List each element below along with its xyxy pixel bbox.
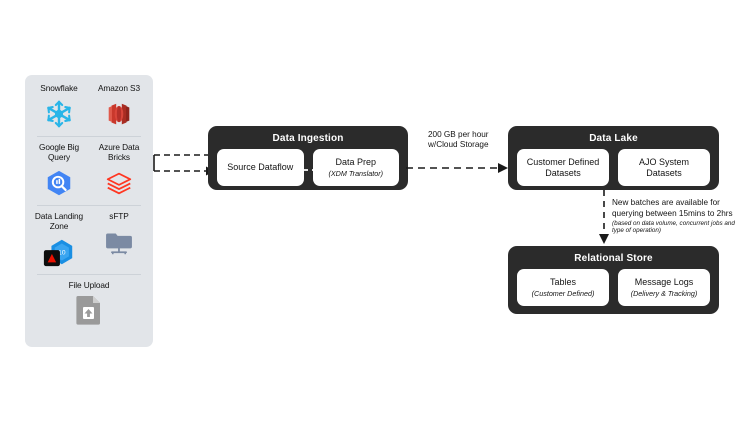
connector-datalake-to-relational-store [599, 190, 609, 244]
stage-title: Data Ingestion [272, 133, 344, 144]
source-label: Amazon S3 [98, 83, 140, 93]
batch-availability-note: New batches are available for querying b… [612, 198, 744, 235]
source-group-4: File Upload [29, 280, 149, 328]
batch-note-sub: (based on data volume, concurrent jobs a… [612, 219, 735, 235]
node-data-prep[interactable]: Data Prep (XDM Translator) [312, 149, 399, 186]
source-label: Snowflake [40, 83, 78, 93]
source-label: Azure Data Bricks [98, 141, 140, 163]
stage-nodes: Customer Defined Datasets AJO System Dat… [508, 149, 719, 186]
node-sublabel: (Delivery & Tracking) [630, 289, 698, 298]
connector-ingestion-to-datalake [406, 163, 508, 173]
node-sublabel: (XDM Translator) [328, 169, 384, 178]
node-source-dataflow[interactable]: Source Dataflow [217, 149, 304, 186]
source-item-sftp[interactable]: sFTP [89, 211, 149, 269]
source-label: sFTP [109, 210, 129, 221]
google-bigquery-icon [42, 166, 76, 200]
divider [37, 273, 141, 275]
stage-data-lake[interactable]: Data Lake Customer Defined Datasets AJO … [508, 126, 719, 190]
divider [37, 135, 141, 137]
source-label: Google Big Query [38, 141, 80, 163]
throughput-label: 200 GB per hour w/Cloud Storage [428, 130, 489, 149]
source-group-2: Google Big Query Azure Data Bricks [29, 142, 149, 200]
node-label: Tables [549, 277, 576, 287]
source-label: File Upload [68, 279, 110, 290]
source-item-data-landing-zone[interactable]: Data Landing Zone 10 [29, 211, 89, 269]
node-label: AJO System Datasets [638, 156, 689, 178]
data-sources-panel: Snowflake [25, 75, 153, 347]
source-item-snowflake[interactable]: Snowflake [29, 83, 89, 131]
stage-data-ingestion[interactable]: Data Ingestion Source Dataflow Data Prep… [208, 126, 408, 190]
stage-nodes: Tables (Customer Defined) Message Logs (… [508, 269, 719, 306]
stage-relational-store[interactable]: Relational Store Tables (Customer Define… [508, 246, 719, 314]
node-label: Message Logs [634, 277, 694, 287]
node-sublabel: (Customer Defined) [531, 289, 595, 298]
svg-text:10: 10 [58, 249, 66, 256]
azure-databricks-icon [102, 166, 136, 200]
node-label: Customer Defined Datasets [526, 156, 600, 178]
source-group-3: Data Landing Zone 10 sFTP [29, 211, 149, 269]
source-item-google-bigquery[interactable]: Google Big Query [29, 142, 89, 200]
node-ajo-system-datasets[interactable]: AJO System Datasets [618, 149, 710, 186]
data-landing-zone-icon: 10 [42, 235, 76, 269]
sftp-icon [102, 224, 136, 258]
stage-nodes: Source Dataflow Data Prep (XDM Translato… [208, 149, 408, 186]
source-item-file-upload[interactable]: File Upload [29, 280, 149, 328]
amazon-s3-icon [102, 97, 136, 131]
stage-title: Data Lake [589, 133, 638, 144]
batch-note-main: New batches are available for querying b… [612, 198, 733, 218]
node-label: Data Prep [335, 157, 377, 167]
connector-dataflow-to-prep [294, 165, 325, 175]
source-item-azure-databricks[interactable]: Azure Data Bricks [89, 142, 149, 200]
stage-title: Relational Store [574, 253, 653, 264]
node-customer-defined-datasets[interactable]: Customer Defined Datasets [517, 149, 609, 186]
file-upload-icon [72, 293, 106, 327]
node-tables[interactable]: Tables (Customer Defined) [517, 269, 609, 306]
divider [37, 204, 141, 206]
snowflake-icon [42, 97, 76, 131]
source-group-1: Snowflake [29, 83, 149, 131]
source-item-amazon-s3[interactable]: Amazon S3 [89, 83, 149, 131]
node-label: Source Dataflow [227, 162, 294, 172]
node-message-logs[interactable]: Message Logs (Delivery & Tracking) [618, 269, 710, 306]
source-label: Data Landing Zone [34, 210, 84, 232]
